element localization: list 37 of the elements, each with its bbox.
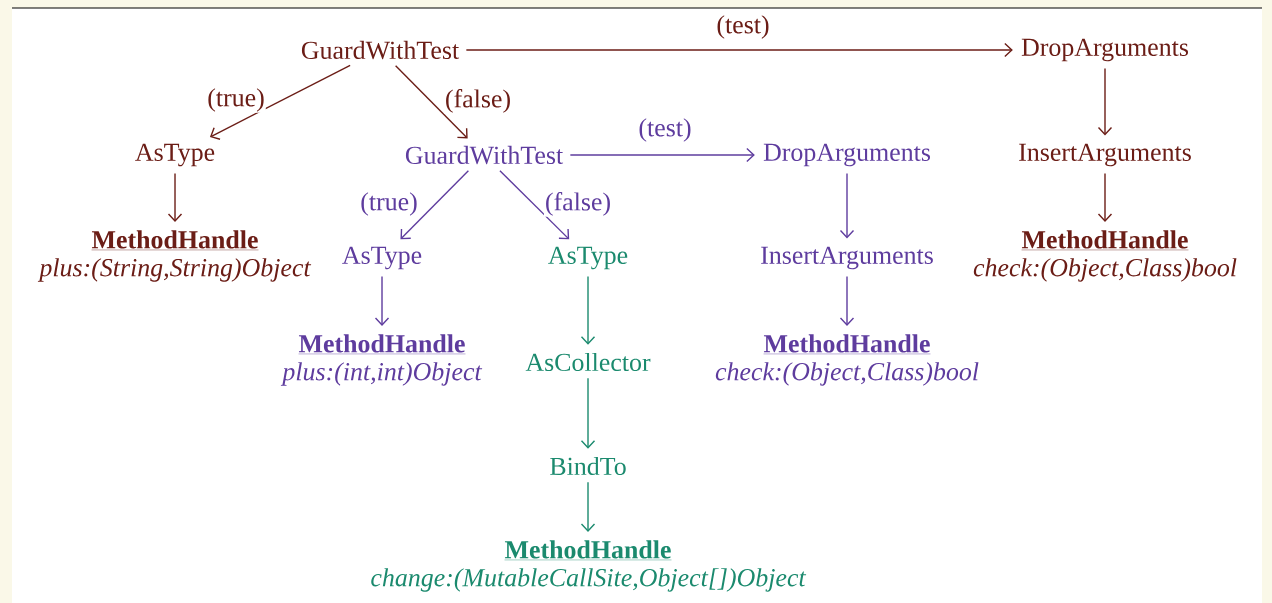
node-label: BindTo [550, 456, 626, 476]
arrow [400, 170, 470, 240]
arrow [167, 172, 183, 223]
node-label: InsertArguments [761, 246, 933, 270]
method-handle-label: MethodHandle check:(Object,Class)bool [715, 334, 979, 386]
arrow [499, 170, 570, 240]
node-label: InsertArguments [1019, 143, 1191, 167]
node-label: DropArguments [1021, 38, 1188, 62]
edge-label: (test) [637, 117, 693, 143]
method-handle-label: MethodHandle change:(MutableCallSite,Object[])Object [371, 540, 807, 592]
edge-label: (true) [359, 191, 419, 217]
node-label: AsCollector [525, 352, 651, 372]
arrow [839, 275, 855, 327]
node-label: AsType [548, 246, 628, 270]
node-label: AsType [342, 246, 422, 270]
node-label: GuardWithTest [405, 145, 564, 165]
arrow [580, 275, 596, 345]
arrow [465, 42, 1013, 58]
edge-label: (test) [715, 14, 771, 40]
edge-label: (true) [206, 87, 266, 113]
method-handle-label: MethodHandle plus:(int,int)Object [280, 334, 483, 386]
node-label: DropArguments [763, 143, 930, 167]
arrow [1097, 172, 1113, 223]
arrow [580, 377, 596, 449]
arrow [209, 64, 351, 140]
method-handle-label: MethodHandle check:(Object,Class)bool [973, 230, 1237, 282]
arrow [374, 275, 390, 327]
arrow [394, 65, 468, 139]
arrow [839, 172, 855, 239]
method-handle-label: MethodHandle plus:(String,String)Object [37, 230, 312, 282]
node-label: AsType [135, 143, 215, 167]
edge-label: (false) [543, 191, 613, 217]
edge-label: (false) [443, 88, 513, 114]
arrow [1097, 67, 1113, 136]
arrow [569, 147, 755, 163]
node-label: GuardWithTest [301, 40, 460, 60]
arrow [580, 481, 596, 533]
